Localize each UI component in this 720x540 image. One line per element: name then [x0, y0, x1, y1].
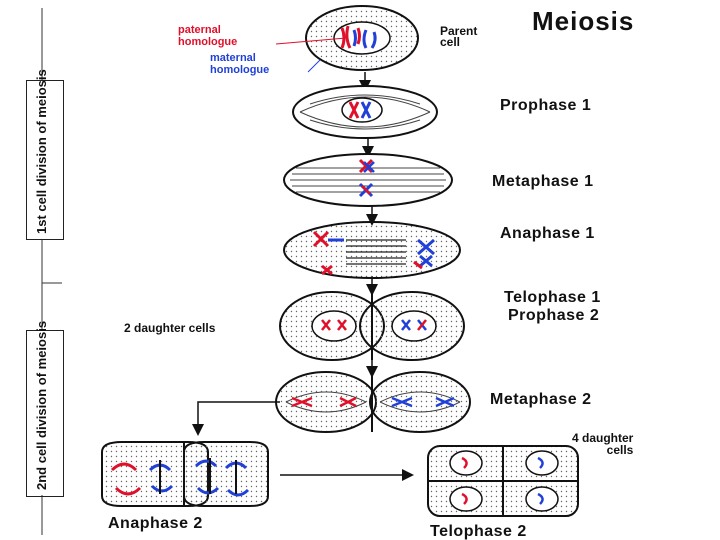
- first-division-bracket: [26, 80, 64, 240]
- paternal-homologue-label: paternal homologue: [178, 24, 238, 48]
- metaphase2-label: Metaphase 2: [490, 391, 592, 408]
- two-daughter-cells-label: 2 daughter cells: [124, 321, 216, 335]
- parent-cell-label: Parent cell: [440, 24, 478, 49]
- prophase2-label: Prophase 2: [508, 307, 600, 324]
- parent-cell: [305, 5, 419, 71]
- telophase2-label: Telophase 2: [430, 523, 527, 540]
- anaphase2-label: Anaphase 2: [108, 515, 203, 532]
- second-division-bracket: [26, 330, 64, 497]
- prophase1-cell: [292, 85, 438, 139]
- anaphase2-cells: [101, 441, 269, 507]
- anaphase1-label: Anaphase 1: [500, 225, 595, 242]
- diagram-title: Meiosis: [532, 6, 635, 36]
- telophase2-cells: [427, 445, 579, 517]
- first-division-label: 1st cell division of meiosis: [34, 69, 49, 234]
- second-division-label: 2nd cell division of meiosis: [34, 320, 49, 490]
- anaphase1-cell: [283, 221, 461, 279]
- metaphase1-cell: [283, 153, 453, 207]
- telophase1-cells: [279, 291, 465, 361]
- metaphase1-label: Metaphase 1: [492, 173, 594, 190]
- metaphase2-cells: [275, 371, 471, 433]
- prophase1-label: Prophase 1: [500, 97, 592, 114]
- four-daughter-cells-label: 4 daughter cells: [572, 431, 634, 457]
- maternal-homologue-label: maternal homologue: [210, 52, 270, 76]
- telophase1-label: Telophase 1: [504, 289, 601, 306]
